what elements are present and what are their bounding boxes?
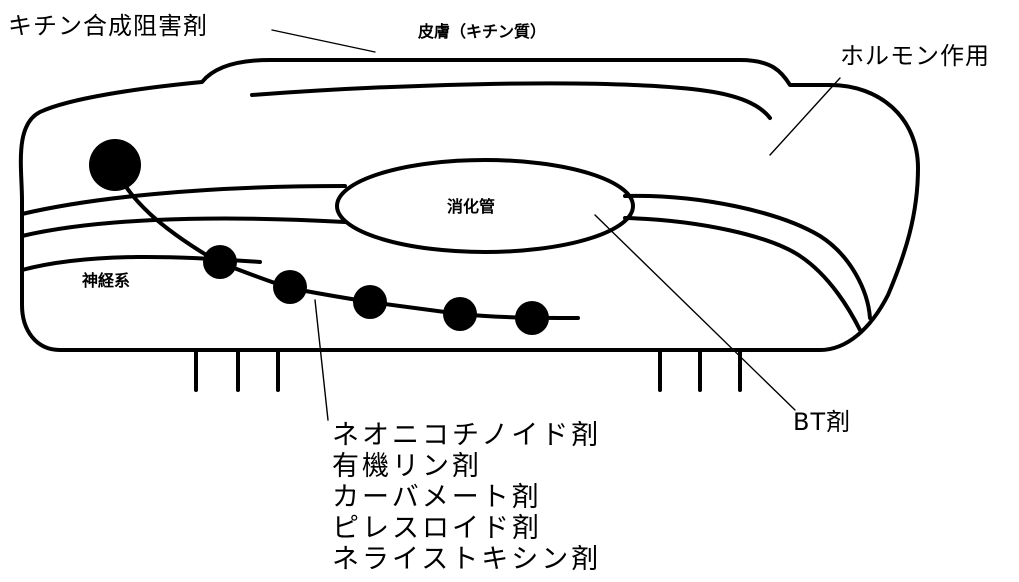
leader-line-chitin <box>271 29 376 53</box>
legs-front <box>194 350 280 392</box>
ganglion <box>443 297 477 331</box>
nerve-agent-item: 有機リン剤 <box>332 451 482 482</box>
body-outline <box>18 58 920 352</box>
nerve-agent-item: カーバメート剤 <box>332 482 542 513</box>
ganglion <box>273 270 307 304</box>
label-cuticle: 皮膚（キチン質） <box>418 22 547 41</box>
ganglion <box>515 301 549 335</box>
ganglion <box>203 245 237 279</box>
brain <box>89 139 141 191</box>
cuticle-inner-line <box>250 81 772 120</box>
digestive-tract-shape <box>335 158 635 254</box>
gut-line-front-lower <box>20 216 347 238</box>
label-digestive-tract: 消化管 <box>447 197 496 216</box>
leader-line-nerve-agents <box>314 299 329 421</box>
label-bt-agent: BT剤 <box>793 408 852 436</box>
gut-line-rear-upper <box>623 193 872 320</box>
gut-line-rear-lower <box>623 216 862 332</box>
nerve-agent-item: ネオニコチノイド剤 <box>332 420 602 451</box>
nerve-agent-item: ピレスロイド剤 <box>332 513 542 544</box>
leader-line-bt <box>594 214 796 411</box>
leader-line-hormone <box>769 77 841 156</box>
label-hormone: ホルモン作用 <box>840 42 990 70</box>
label-chitin-inhibitor: キチン合成阻害剤 <box>8 12 208 40</box>
gut-line-front-upper <box>20 184 347 216</box>
legs-rear <box>658 350 742 392</box>
nerve-agent-item: ネライストキシン剤 <box>332 544 602 575</box>
label-nervous-system: 神経系 <box>82 271 131 290</box>
nerve-agent-list: ネオニコチノイド剤 有機リン剤 カーバメート剤 ピレスロイド剤 ネライストキシン… <box>332 420 601 575</box>
nerve-cord <box>113 166 580 320</box>
ganglion <box>353 285 387 319</box>
